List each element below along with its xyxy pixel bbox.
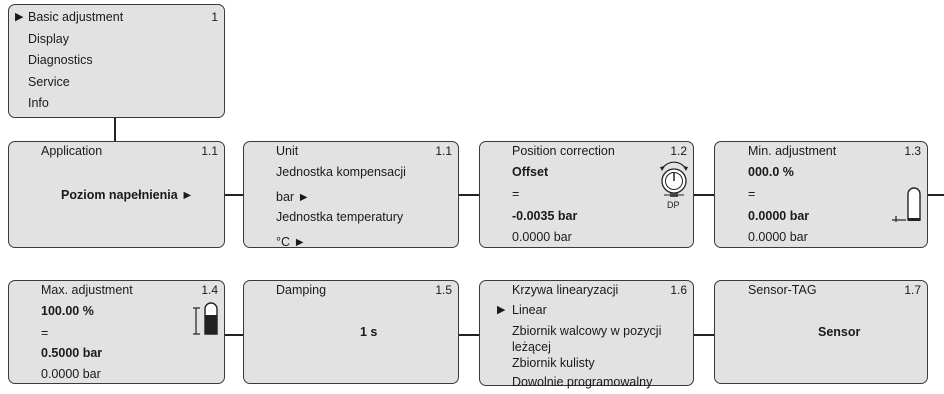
application-box[interactable]: Application 1.1 Poziom napełnienia ► (8, 141, 225, 248)
menu-item-display[interactable]: Display (28, 32, 69, 46)
sensor-tag-box[interactable]: Sensor-TAG 1.7 Sensor (714, 280, 928, 384)
tank-empty-icon (892, 187, 921, 222)
connector-unit-position (458, 194, 480, 196)
linearization-arrow-icon: ▶ (497, 304, 506, 316)
min-adjustment-percent: 000.0 % (748, 165, 794, 179)
max-adjustment-box[interactable]: Max. adjustment 1.4 100.00 % = 0.5000 ba… (8, 280, 225, 384)
position-correction-box[interactable]: Position correction 1.2 Offset = -0.0035… (479, 141, 694, 248)
linearization-option-linear[interactable]: Linear (512, 303, 547, 317)
main-menu-box: ▶ Basic adjustment Display Diagnostics S… (8, 4, 225, 118)
linearization-option-horizontal-cylinder[interactable]: Zbiornik walcowy w pozycji leżącej (512, 324, 662, 354)
connector-application-unit (224, 194, 244, 196)
connector-damping-linearization (458, 334, 480, 336)
menu-number: 1 (211, 10, 218, 24)
position-correction-number: 1.2 (670, 144, 687, 158)
sensor-tag-number: 1.7 (904, 283, 921, 297)
dp-label: DP (667, 200, 680, 210)
damping-title: Damping (276, 283, 327, 297)
damping-box[interactable]: Damping 1.5 1 s (243, 280, 459, 384)
unit-pressure-value[interactable]: bar ► (276, 190, 310, 204)
min-adjustment-equals: = (748, 187, 756, 201)
min-adjustment-title: Min. adjustment (748, 144, 837, 158)
position-correction-title: Position correction (512, 144, 615, 158)
damping-value: 1 s (360, 325, 378, 339)
linearization-title: Krzywa linearyzacji (512, 283, 619, 297)
menu-item-diagnostics[interactable]: Diagnostics (28, 53, 93, 67)
offset-label: Offset (512, 165, 549, 179)
max-adjustment-number: 1.4 (201, 283, 218, 297)
connector-menu-to-application (114, 118, 116, 141)
max-adjustment-title: Max. adjustment (41, 283, 133, 297)
connector-max-damping (224, 334, 244, 336)
linearization-number: 1.6 (670, 283, 687, 297)
unit-title: Unit (276, 144, 299, 158)
position-equals: = (512, 187, 520, 201)
sensor-tag-value: Sensor (818, 325, 861, 339)
unit-pressure-label: Jednostka kompensacji (276, 165, 406, 179)
menu-item-service[interactable]: Service (28, 75, 70, 89)
connector-linearization-sensortag (693, 334, 715, 336)
min-adjustment-value: 0.0000 bar (748, 209, 810, 223)
application-value: Poziom napełnienia ► (61, 188, 194, 202)
linearization-box[interactable]: Krzywa linearyzacji 1.6 ▶ Linear Zbiorni… (479, 280, 694, 389)
max-adjustment-equals: = (41, 326, 49, 340)
tank-full-icon (193, 302, 218, 335)
menu-item-basic-adjustment[interactable]: Basic adjustment (28, 10, 124, 24)
unit-temperature-label: Jednostka temperatury (276, 210, 404, 224)
unit-temperature-value[interactable]: °C ► (276, 235, 306, 249)
min-adjustment-box[interactable]: Min. adjustment 1.3 000.0 % = 0.0000 bar… (714, 141, 928, 248)
position-offset-value: -0.0035 bar (512, 209, 578, 223)
position-current-value: 0.0000 bar (512, 230, 572, 244)
sensor-tag-title: Sensor-TAG (748, 283, 817, 297)
application-number: 1.1 (201, 144, 218, 158)
damping-number: 1.5 (435, 283, 452, 297)
unit-number: 1.1 (435, 144, 452, 158)
connector-min-next (927, 194, 944, 196)
linearization-option-sphere[interactable]: Zbiornik kulisty (512, 356, 595, 370)
linearization-option-user-programmable[interactable]: Dowolnie programowalny (512, 375, 653, 389)
application-title: Application (41, 144, 103, 158)
max-adjustment-current: 0.0000 bar (41, 367, 101, 381)
position-correction-dial-icon (660, 161, 688, 197)
unit-box[interactable]: Unit 1.1 Jednostka kompensacji bar ► Jed… (243, 141, 459, 249)
max-adjustment-value: 0.5000 bar (41, 346, 103, 360)
menu-item-info[interactable]: Info (28, 96, 49, 110)
max-adjustment-percent: 100.00 % (41, 304, 94, 318)
min-adjustment-number: 1.3 (904, 144, 921, 158)
connector-position-min (693, 194, 715, 196)
min-adjustment-current: 0.0000 bar (748, 230, 808, 244)
menu-arrow-icon: ▶ (15, 11, 24, 23)
